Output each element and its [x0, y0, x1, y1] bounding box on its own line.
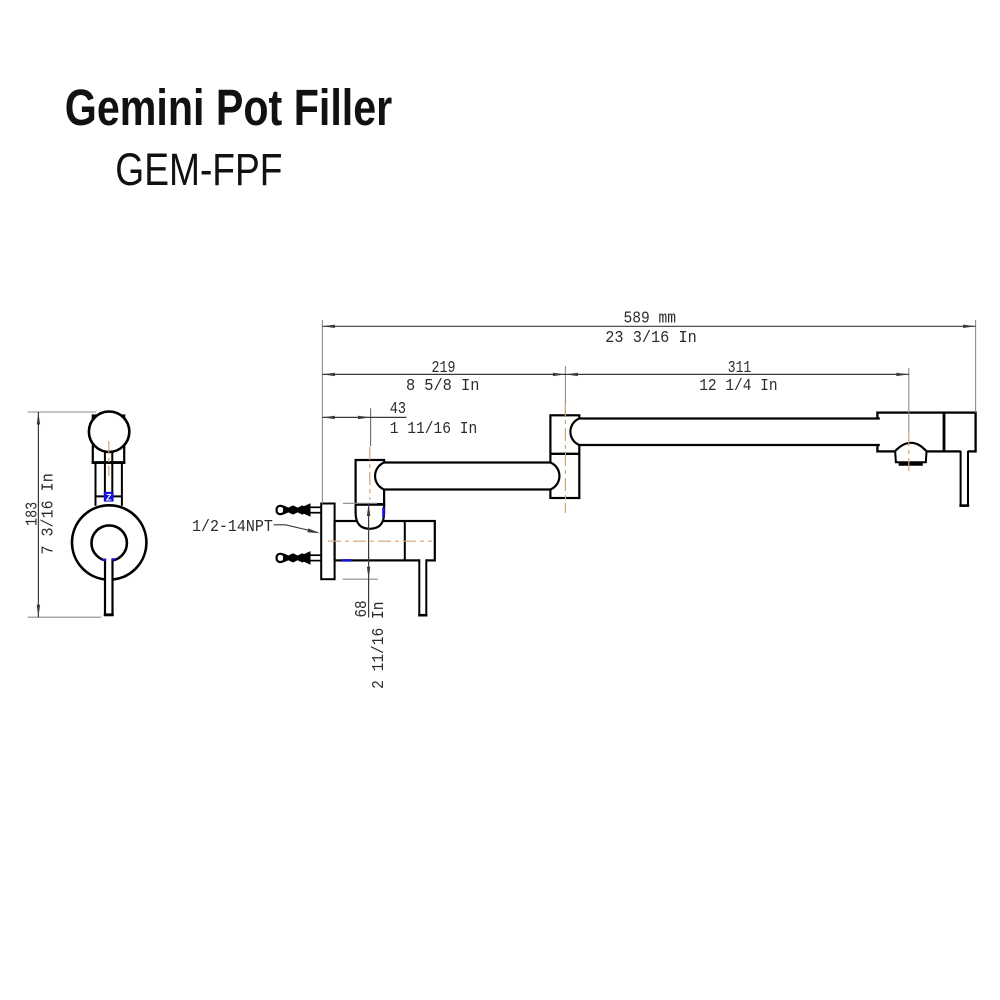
svg-text:43: 43: [390, 400, 406, 418]
svg-text:68: 68: [353, 600, 371, 617]
svg-text:8 5/8 In: 8 5/8 In: [406, 377, 480, 395]
svg-text:Z: Z: [106, 492, 112, 502]
svg-text:1/2-14NPT: 1/2-14NPT: [192, 518, 273, 536]
svg-text:12 1/4 In: 12 1/4 In: [699, 377, 777, 395]
svg-text:23 3/16 In: 23 3/16 In: [605, 329, 697, 347]
svg-text:Gemini Pot Filler: Gemini Pot Filler: [65, 79, 393, 136]
svg-text:GEM-FPF: GEM-FPF: [115, 144, 282, 195]
svg-text:589 mm: 589 mm: [624, 310, 677, 328]
svg-text:7 3/16 In: 7 3/16 In: [40, 473, 58, 554]
svg-text:1 11/16 In: 1 11/16 In: [390, 420, 477, 438]
svg-text:311: 311: [728, 359, 752, 377]
svg-text:2 11/16 In: 2 11/16 In: [370, 602, 388, 689]
svg-text:219: 219: [432, 359, 456, 377]
svg-text:183: 183: [24, 502, 42, 526]
